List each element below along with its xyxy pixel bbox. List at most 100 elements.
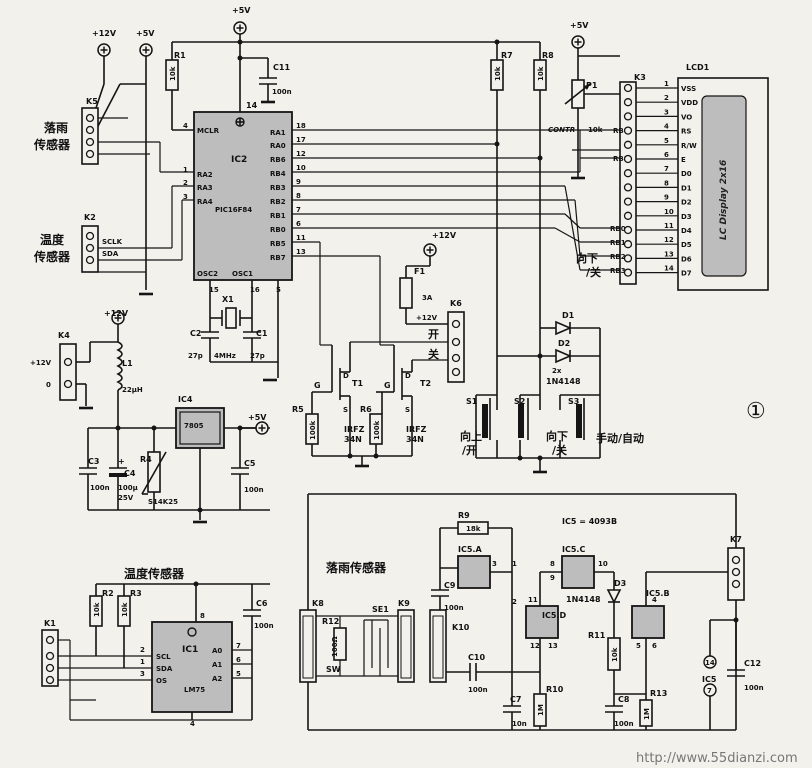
gate-ic5a: IC5.A 3 1 2 [440, 545, 517, 606]
k7-ref: K7 [730, 535, 742, 544]
lcd-pin-number: 10 [664, 208, 674, 216]
ic2-pin-rb1: RB1 [270, 212, 286, 220]
r5-value: 100k [309, 420, 317, 440]
svg-text:3: 3 [492, 560, 497, 568]
ic4-ref: IC4 [178, 395, 193, 404]
ic2-pic16f84: 14 IC2 PIC16F84 MCLR RA2 RA3 RA4 4 1 2 3… [183, 101, 306, 294]
ic1-pin-sda: SDA [156, 665, 173, 673]
capacitor-c5: C5 100n [231, 428, 264, 510]
r10-ref: R10 [546, 685, 564, 694]
t1-ref: T1 [352, 379, 363, 388]
ic2-part: PIC16F84 [215, 206, 252, 214]
capacitor-c9: C9 100n [431, 568, 464, 612]
se1-ref: SE1 [372, 605, 389, 614]
c2-value: 27p [188, 352, 203, 360]
c4-voltage: 25V [118, 494, 134, 502]
ic2-pin-num: 10 [296, 164, 306, 172]
r6-value: 100k [373, 420, 381, 440]
connector-k7: K7 [710, 535, 745, 730]
lcd1-pin-list: 1VSS2VDD3VO4RS5R/W6E7D08D19D210D311D412D… [623, 80, 698, 278]
lcd-pin-number: 4 [664, 123, 669, 131]
k3-net: RB5 [613, 155, 629, 163]
mosfet-ground [312, 453, 412, 468]
c10-value: 100n [468, 686, 488, 694]
resistor-r8: R8 10k [533, 42, 554, 395]
lcd-pin-label: RS [681, 128, 691, 136]
k2-sclk: SCLK [102, 238, 123, 246]
l1-ref: L1 [122, 359, 133, 368]
resistor-r7: R7 10k [490, 42, 513, 395]
resistor-r1: R1 10k [165, 42, 194, 131]
ic5-power: 14 IC5 7 [702, 620, 717, 730]
c12-value: 100n [744, 684, 764, 692]
supply-12v-l1: +12V [104, 309, 129, 342]
potentiometer-p1: +5V P1 CONTR 10k [548, 21, 620, 180]
d2-part: 1N4148 [546, 377, 581, 386]
svg-text:9: 9 [550, 574, 555, 582]
r10-value: 1M [537, 704, 545, 716]
ic2-pin-num: 17 [296, 136, 306, 144]
ic2-bus-wires [292, 129, 620, 346]
lcd-pin-number: 11 [664, 222, 674, 230]
k2-ref: K2 [84, 213, 96, 222]
d3-ref: D3 [614, 579, 626, 588]
lcd1-display: LCD1 LC Display 2x16 1VSS2VDD3VO4RS5R/W6… [623, 63, 769, 291]
supply-label: +5V [136, 29, 155, 38]
lcd1-ref: LCD1 [686, 63, 710, 72]
connector-k3: K3 RB4 RB5 RB0 RB1 RB2 RB3 向下 /关 [576, 73, 646, 285]
ic2-pin-ra2: RA2 [197, 171, 213, 179]
capacitor-c10: C10 100n [446, 653, 540, 694]
capacitor-c7: C7 10n [503, 600, 527, 730]
ic5c-ref: IC5.C [562, 545, 585, 554]
c5-ref: C5 [244, 459, 256, 468]
ic1-pin-scl: SCL [156, 653, 171, 661]
ic5-pin-7: 7 [707, 687, 712, 695]
k3-pin [623, 183, 633, 192]
k2-label: 温度 [40, 232, 65, 247]
t1-source: S [343, 406, 348, 414]
svg-text:8: 8 [550, 560, 555, 568]
gate-ic5b: IC5.B 5 6 4 [614, 571, 736, 695]
r3-ref: R3 [130, 589, 142, 598]
ic1-part: LM75 [184, 686, 205, 694]
t2-drain: D [405, 372, 411, 380]
lcd-pin-number: 7 [664, 165, 669, 173]
lcd-pin-label: D3 [681, 213, 692, 221]
k6-on-label: 开 [428, 328, 439, 341]
r1-value: 10k [169, 66, 177, 81]
r9-ref: R9 [458, 511, 470, 520]
ic2-vdd-pin: 14 [246, 101, 258, 110]
sw-label: SW [326, 665, 341, 674]
ic2-pin-num: 15 [209, 286, 219, 294]
k3-pin [623, 211, 633, 220]
d1-ref: D1 [562, 311, 575, 320]
lcd-pin-label: E [681, 156, 686, 164]
gate-ic5c: IC5 = 4093B IC5.C 8 9 10 [539, 517, 617, 606]
r11-ref: R11 [588, 631, 606, 640]
supply-5v-k5: +5V [95, 29, 155, 296]
k3-pin [623, 225, 633, 235]
c4-ref: C4 [124, 469, 136, 478]
k5-ref: K5 [86, 97, 98, 106]
ic5d-ref: IC5.D [542, 611, 566, 620]
k3-pin [623, 240, 633, 249]
ic5-pin-14: 14 [705, 659, 715, 667]
ic1-pin-a0: A0 [212, 647, 222, 655]
s3-label: 向下 [546, 429, 568, 443]
lcd-pin-number: 12 [664, 236, 674, 244]
r6-ref: R6 [360, 405, 372, 414]
r4-ref: R4 [140, 455, 152, 464]
c1-ref: C1 [256, 329, 268, 338]
manual-auto-label: 手动/自动 [596, 431, 644, 445]
r13-ref: R13 [650, 689, 667, 698]
lcd-pin-label: D7 [681, 270, 692, 278]
ic2-pin-ra3: RA3 [197, 184, 213, 192]
lcd-pin-label: VDD [681, 99, 698, 107]
c7-ref: C7 [510, 695, 521, 704]
capacitor-c11: C11 100n [237, 55, 292, 104]
svg-text:+: + [118, 457, 125, 466]
ic2-pin-num: 18 [296, 122, 306, 130]
t1-gate: G [314, 381, 321, 390]
r5-ref: R5 [292, 405, 304, 414]
resistor-r9: R9 18k [439, 511, 513, 600]
